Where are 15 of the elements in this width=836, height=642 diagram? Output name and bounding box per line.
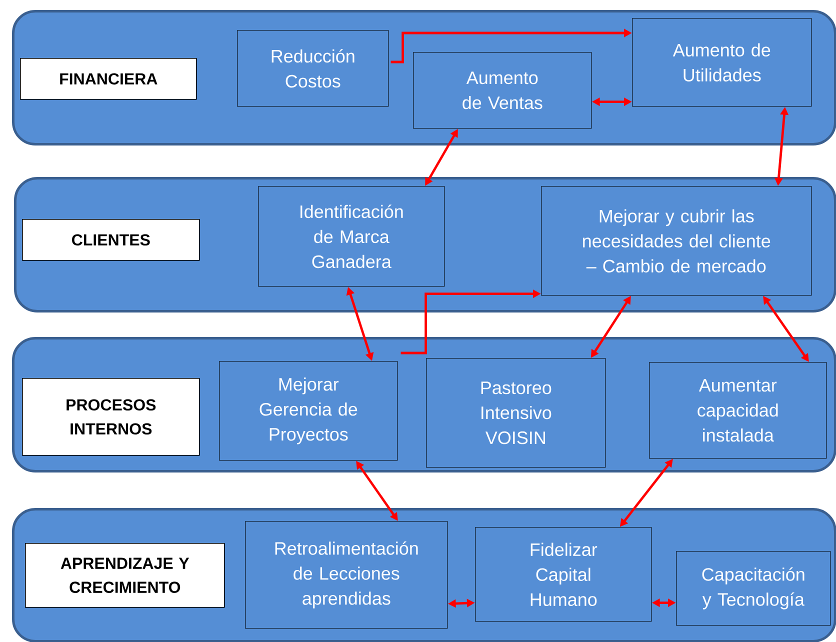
- objective-box: Mejorar y cubrir las necesidades del cliente – Cambio de mercado: [541, 186, 812, 296]
- objective-box: Aumentar capacidad instalada: [649, 362, 827, 459]
- objective-box: Fidelizar Capital Humano: [475, 527, 652, 622]
- objective-box: Aumento de Ventas: [413, 52, 592, 129]
- objective-box: Pastoreo Intensivo VOISIN: [426, 358, 606, 468]
- objective-box: Capacitación y Tecnología: [676, 551, 831, 626]
- objective-box: Mejorar Gerencia de Proyectos: [219, 361, 398, 461]
- perspective-label: CLIENTES: [22, 219, 200, 261]
- perspective-label: FINANCIERA: [20, 58, 197, 100]
- objective-box: Identificación de Marca Ganadera: [258, 186, 445, 287]
- objective-box: Aumento de Utilidades: [632, 18, 812, 107]
- perspective-label: APRENDIZAJE Y CRECIMIENTO: [25, 543, 225, 608]
- objective-box: Reducción Costos: [237, 30, 389, 107]
- perspective-label: PROCESOS INTERNOS: [22, 378, 200, 456]
- objective-box: Retroalimentación de Lecciones aprendidas: [245, 521, 448, 629]
